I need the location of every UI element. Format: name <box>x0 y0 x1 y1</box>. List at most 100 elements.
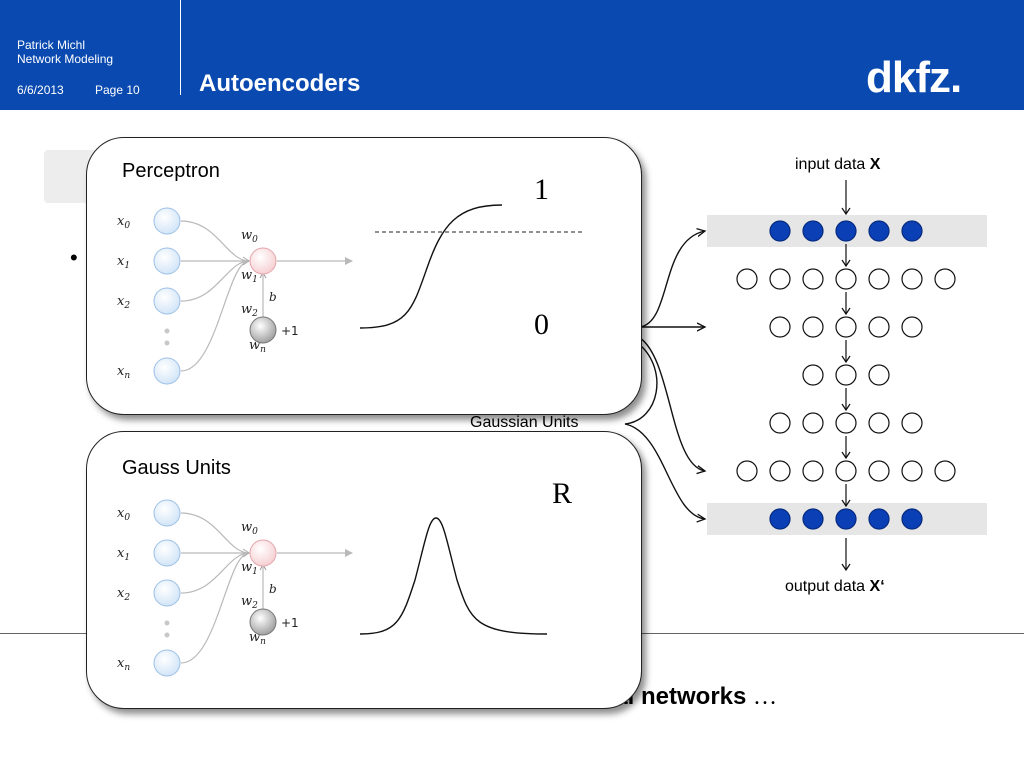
hidden-node <box>769 460 791 482</box>
data-node <box>769 508 791 530</box>
data-node <box>769 220 791 242</box>
input-label: x0 <box>117 506 130 523</box>
bias-node <box>249 316 277 344</box>
input-label: xn <box>117 364 130 381</box>
input-label: xn <box>117 656 130 673</box>
data-node <box>901 220 923 242</box>
sigmoid-upper-label: 1 <box>534 173 549 206</box>
header-divider <box>180 0 181 95</box>
hidden-node <box>802 364 824 386</box>
dkfz-logo: dkfz. <box>866 53 962 102</box>
hidden-node <box>934 460 956 482</box>
weight-label: w0 <box>241 520 258 537</box>
hidden-node <box>736 460 758 482</box>
slide-header: Patrick Michl Network Modeling 6/6/2013 … <box>0 0 1024 110</box>
output-arrowhead <box>345 549 353 557</box>
output-data-symbol: X‘ <box>869 578 885 595</box>
data-node <box>802 220 824 242</box>
hidden-node <box>802 460 824 482</box>
gaussian-plot <box>359 517 548 635</box>
gauss-units-title: Gauss Units <box>122 457 231 479</box>
input-edge <box>180 552 250 664</box>
hidden-node <box>868 460 890 482</box>
ellipsis-dot <box>164 328 170 334</box>
gaussian-upper-label: R <box>552 477 573 510</box>
layer-arrow-head <box>841 355 851 364</box>
bullet-point: • <box>70 245 78 270</box>
input-arrow-head <box>841 207 851 216</box>
input-edge <box>180 260 250 302</box>
hidden-node <box>868 268 890 290</box>
hidden-node <box>835 268 857 290</box>
hidden-node <box>802 316 824 338</box>
weight-label: w1 <box>241 560 258 577</box>
summation-node <box>249 247 277 275</box>
input-node <box>153 357 181 385</box>
data-node <box>868 508 890 530</box>
hidden-node <box>901 412 923 434</box>
author-name: Patrick Michl <box>17 38 86 52</box>
connector-to-upper-decoder <box>639 337 705 471</box>
hidden-node <box>736 268 758 290</box>
hidden-node <box>934 268 956 290</box>
sum-arrowhead <box>242 256 250 266</box>
weight-label: w2 <box>241 302 258 319</box>
input-node <box>153 579 181 607</box>
input-data-text: input data <box>795 156 870 173</box>
input-node <box>153 287 181 315</box>
hidden-node <box>901 460 923 482</box>
output-data-label: output data X‘ <box>785 578 885 596</box>
hidden-node <box>901 316 923 338</box>
sigmoid-lower-label: 0 <box>534 308 549 341</box>
hidden-node <box>769 316 791 338</box>
ellipsis-dot <box>164 620 170 626</box>
ellipsis-dot <box>164 340 170 346</box>
input-edge <box>180 220 250 262</box>
hidden-node <box>802 412 824 434</box>
data-node <box>835 220 857 242</box>
input-edge <box>180 512 250 554</box>
bias-label: b <box>269 582 277 596</box>
gaussian-units-label: Gaussian Units <box>470 414 579 431</box>
hidden-node <box>835 364 857 386</box>
layer-arrow-head <box>841 307 851 316</box>
slide-title: Autoencoders <box>199 70 361 97</box>
hidden-node <box>901 268 923 290</box>
hidden-node <box>835 412 857 434</box>
input-label: x1 <box>117 546 130 563</box>
hidden-node <box>769 412 791 434</box>
weight-label: wn <box>249 338 266 355</box>
svg-text:dkfz.: dkfz. <box>866 53 961 102</box>
input-data-label: input data X <box>795 156 880 174</box>
weight-label: w2 <box>241 594 258 611</box>
bias-label: b <box>269 290 277 304</box>
data-node <box>901 508 923 530</box>
input-label: x2 <box>117 294 130 311</box>
sigmoid-curve <box>359 204 503 329</box>
input-node <box>153 207 181 235</box>
output-arrowhead <box>345 257 353 265</box>
connector-to-input <box>639 231 705 328</box>
hidden-node <box>868 412 890 434</box>
layer-arrow-head <box>841 403 851 412</box>
weight-label: wn <box>249 630 266 647</box>
input-label: x0 <box>117 214 130 231</box>
input-node <box>153 539 181 567</box>
layer-arrow-head <box>841 499 851 508</box>
sigmoid-plot <box>359 204 585 329</box>
data-node <box>802 508 824 530</box>
bias-node <box>249 608 277 636</box>
layer-arrow-head <box>841 259 851 268</box>
output-arrow-head <box>841 563 851 572</box>
hidden-node <box>868 364 890 386</box>
sum-arrowhead <box>242 548 250 558</box>
hidden-node <box>835 460 857 482</box>
bias-input-label: +1 <box>281 616 299 630</box>
page-number: Page 10 <box>95 83 140 97</box>
hidden-node <box>802 268 824 290</box>
bias-input-label: +1 <box>281 324 299 338</box>
ellipsis-dot <box>164 632 170 638</box>
